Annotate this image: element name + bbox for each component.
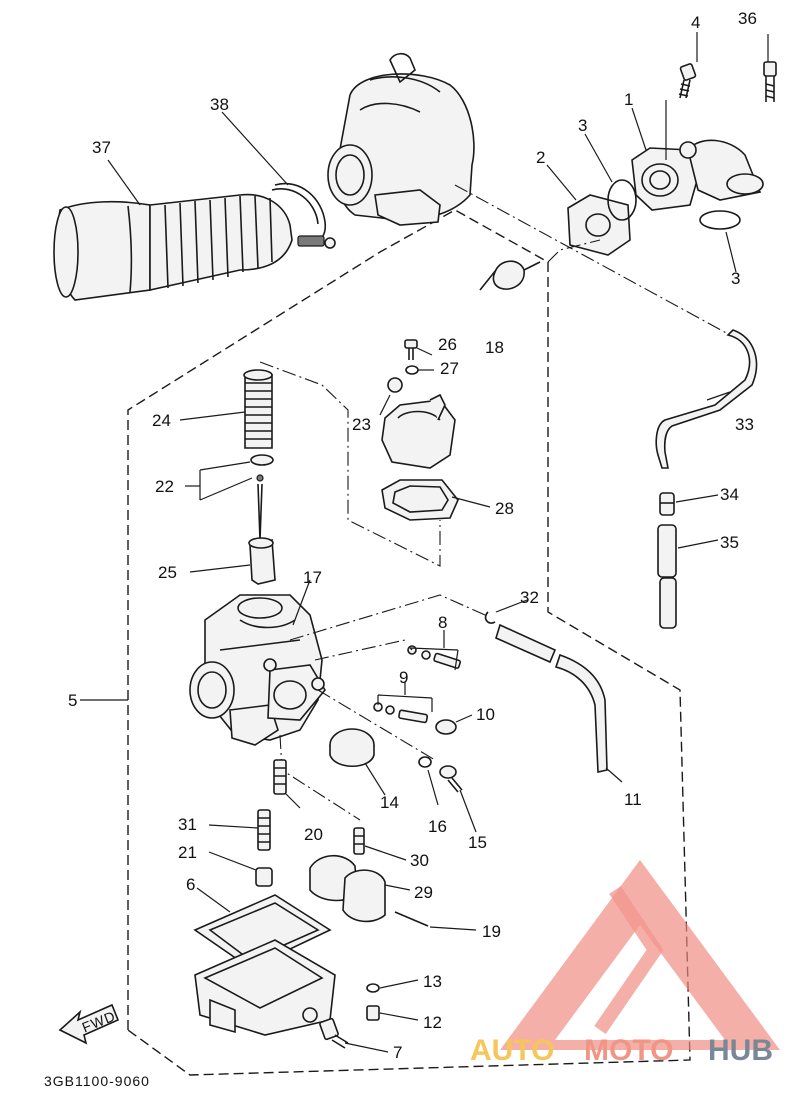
jet-needle — [257, 483, 263, 541]
callout-14: 14 — [380, 793, 399, 812]
float — [309, 854, 386, 923]
callout-29: 29 — [414, 883, 433, 902]
float-chamber-gasket — [193, 894, 332, 969]
chamber-screw — [366, 1005, 380, 1021]
callout-10: 10 — [476, 705, 495, 724]
logo-triangle-icon — [500, 860, 780, 1050]
callout-1: 1 — [624, 90, 633, 109]
needle-washer — [250, 454, 274, 466]
callout-30: 30 — [410, 851, 429, 870]
callout-33: 33 — [735, 415, 754, 434]
brand-moto: MOTO — [584, 1034, 673, 1067]
callout-15: 15 — [468, 833, 487, 852]
main-jet — [255, 867, 273, 887]
forward-direction-arrow: FWD — [58, 1003, 120, 1045]
callout-27: 27 — [440, 359, 459, 378]
manifold-bolt — [678, 63, 697, 99]
callout-3b: 3 — [731, 269, 740, 288]
brand-hub: HUB — [708, 1034, 773, 1067]
callout-35: 35 — [720, 533, 739, 552]
throttle-valve — [248, 537, 276, 585]
pilot-jet — [353, 827, 365, 855]
insulator-gasket — [567, 194, 631, 256]
main-jet-holder — [273, 759, 287, 795]
callout-13: 13 — [423, 972, 442, 991]
air-filter-case — [327, 52, 475, 226]
callout-11: 11 — [624, 790, 642, 809]
overflow-hose — [655, 329, 758, 469]
drain-screw — [439, 765, 463, 793]
callout-28: 28 — [495, 499, 514, 518]
leader-lines — [80, 32, 769, 1053]
intake-manifold — [631, 139, 764, 211]
mixing-chamber-cap — [329, 728, 375, 767]
hose-clamp — [271, 182, 336, 249]
needle-clip — [256, 474, 264, 482]
needle-jet — [257, 809, 271, 851]
callout-26: 26 — [438, 335, 457, 354]
float-chamber-gasket-round — [492, 260, 525, 290]
callout-20: 20 — [304, 825, 323, 844]
fuel-hose — [495, 623, 608, 773]
callout-18: 18 — [485, 338, 504, 357]
automotohub-logo: AUTO MOTO HUB — [470, 860, 780, 1067]
o-ring-lower — [699, 210, 741, 230]
manifold-screw — [763, 61, 777, 102]
callout-21: 21 — [178, 843, 197, 862]
air-intake-boot — [53, 193, 293, 301]
callout-9: 9 — [399, 668, 408, 687]
callout-5: 5 — [68, 691, 77, 710]
callout-31: 31 — [178, 815, 197, 834]
callout-34: 34 — [720, 485, 739, 504]
callout-8: 8 — [438, 613, 447, 632]
callout-2: 2 — [536, 148, 545, 167]
callout-25: 25 — [158, 563, 177, 582]
callout-7: 7 — [393, 1043, 402, 1062]
callout-32: 32 — [520, 588, 539, 607]
callout-24: 24 — [152, 411, 171, 430]
float-pin — [394, 911, 429, 927]
callout-12: 12 — [423, 1013, 442, 1032]
assembly-boundary — [127, 209, 691, 1076]
throttle-stop-screw-set — [373, 702, 429, 724]
callout-17: 17 — [303, 568, 322, 587]
carburetor-body — [189, 594, 326, 746]
float-chamber-drain-screw — [319, 1017, 349, 1049]
brand-auto: AUTO — [470, 1034, 554, 1067]
carburetor-cap — [381, 377, 456, 469]
cap-gasket — [381, 479, 459, 521]
throttle-spring — [243, 369, 273, 449]
hose-joint — [659, 492, 675, 516]
callout-4: 4 — [691, 13, 700, 32]
float-chamber — [194, 939, 336, 1036]
callout-36: 36 — [738, 9, 757, 28]
cap-washer — [405, 365, 419, 375]
callout-3a: 3 — [578, 116, 587, 135]
drawing-code: 3GB1100-9060 — [44, 1073, 150, 1089]
callout-38: 38 — [210, 95, 229, 114]
cap-screw — [404, 339, 418, 360]
chamber-screw-washer — [366, 983, 380, 993]
callout-16: 16 — [428, 817, 447, 836]
cable-adjuster — [435, 719, 457, 735]
callout-6: 6 — [186, 875, 195, 894]
o-ring-upper — [607, 179, 637, 221]
callout-numbers: 1 2 3 3 4 5 6 7 8 9 10 11 12 13 14 15 16… — [68, 9, 757, 1062]
callout-23: 23 — [352, 415, 371, 434]
callout-37: 37 — [92, 138, 111, 157]
callout-19: 19 — [482, 922, 501, 941]
hose-clip — [484, 611, 496, 624]
drain-washer — [418, 756, 432, 768]
drain-pipe — [657, 524, 677, 629]
callout-22: 22 — [155, 477, 174, 496]
